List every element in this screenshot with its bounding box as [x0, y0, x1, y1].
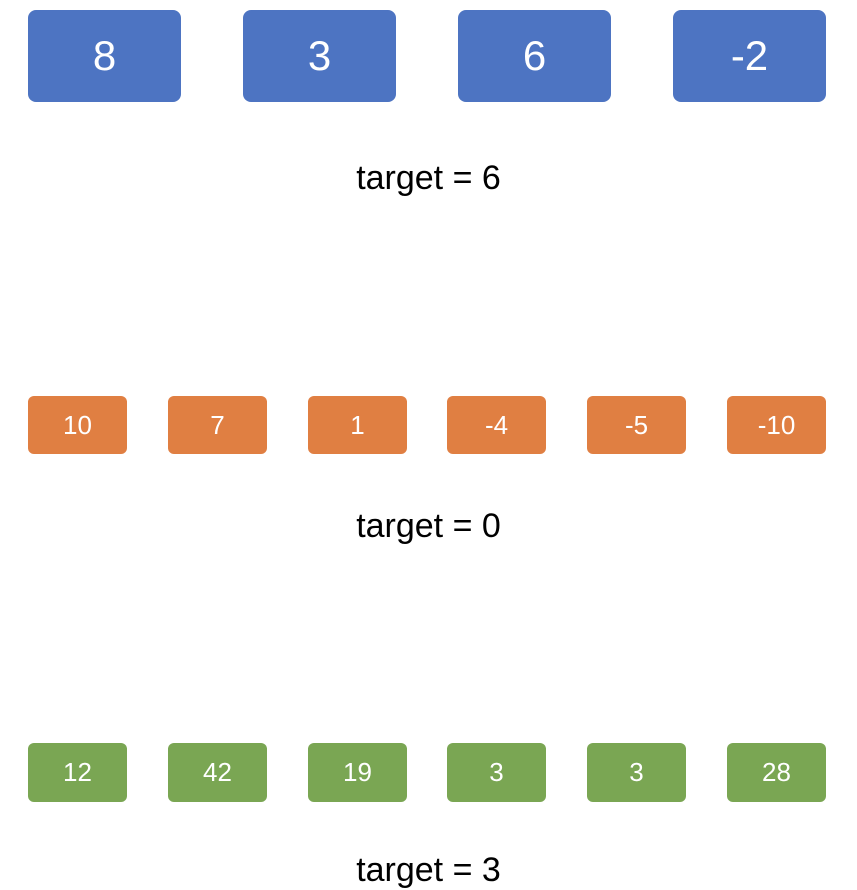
array-cell: 3 [587, 743, 686, 802]
array-cell: 6 [458, 10, 611, 102]
array-cell: -10 [727, 396, 826, 454]
array-row-2: 10 7 1 -4 -5 -10 [0, 396, 857, 454]
array-cell: 42 [168, 743, 267, 802]
array-cell: 3 [243, 10, 396, 102]
array-cell: 3 [447, 743, 546, 802]
array-row-3: 12 42 19 3 3 28 [0, 743, 857, 802]
array-cell: -4 [447, 396, 546, 454]
array-cell: 19 [308, 743, 407, 802]
array-cell: 1 [308, 396, 407, 454]
array-cell: -5 [587, 396, 686, 454]
array-cell: 28 [727, 743, 826, 802]
array-cell: 12 [28, 743, 127, 802]
array-cell: 10 [28, 396, 127, 454]
target-label-1: target = 6 [356, 159, 501, 197]
array-row-1: 8 3 6 -2 [0, 10, 857, 102]
target-label-3: target = 3 [356, 851, 501, 889]
target-label-2: target = 0 [356, 507, 501, 545]
array-cell: -2 [673, 10, 826, 102]
array-cell: 7 [168, 396, 267, 454]
array-cell: 8 [28, 10, 181, 102]
